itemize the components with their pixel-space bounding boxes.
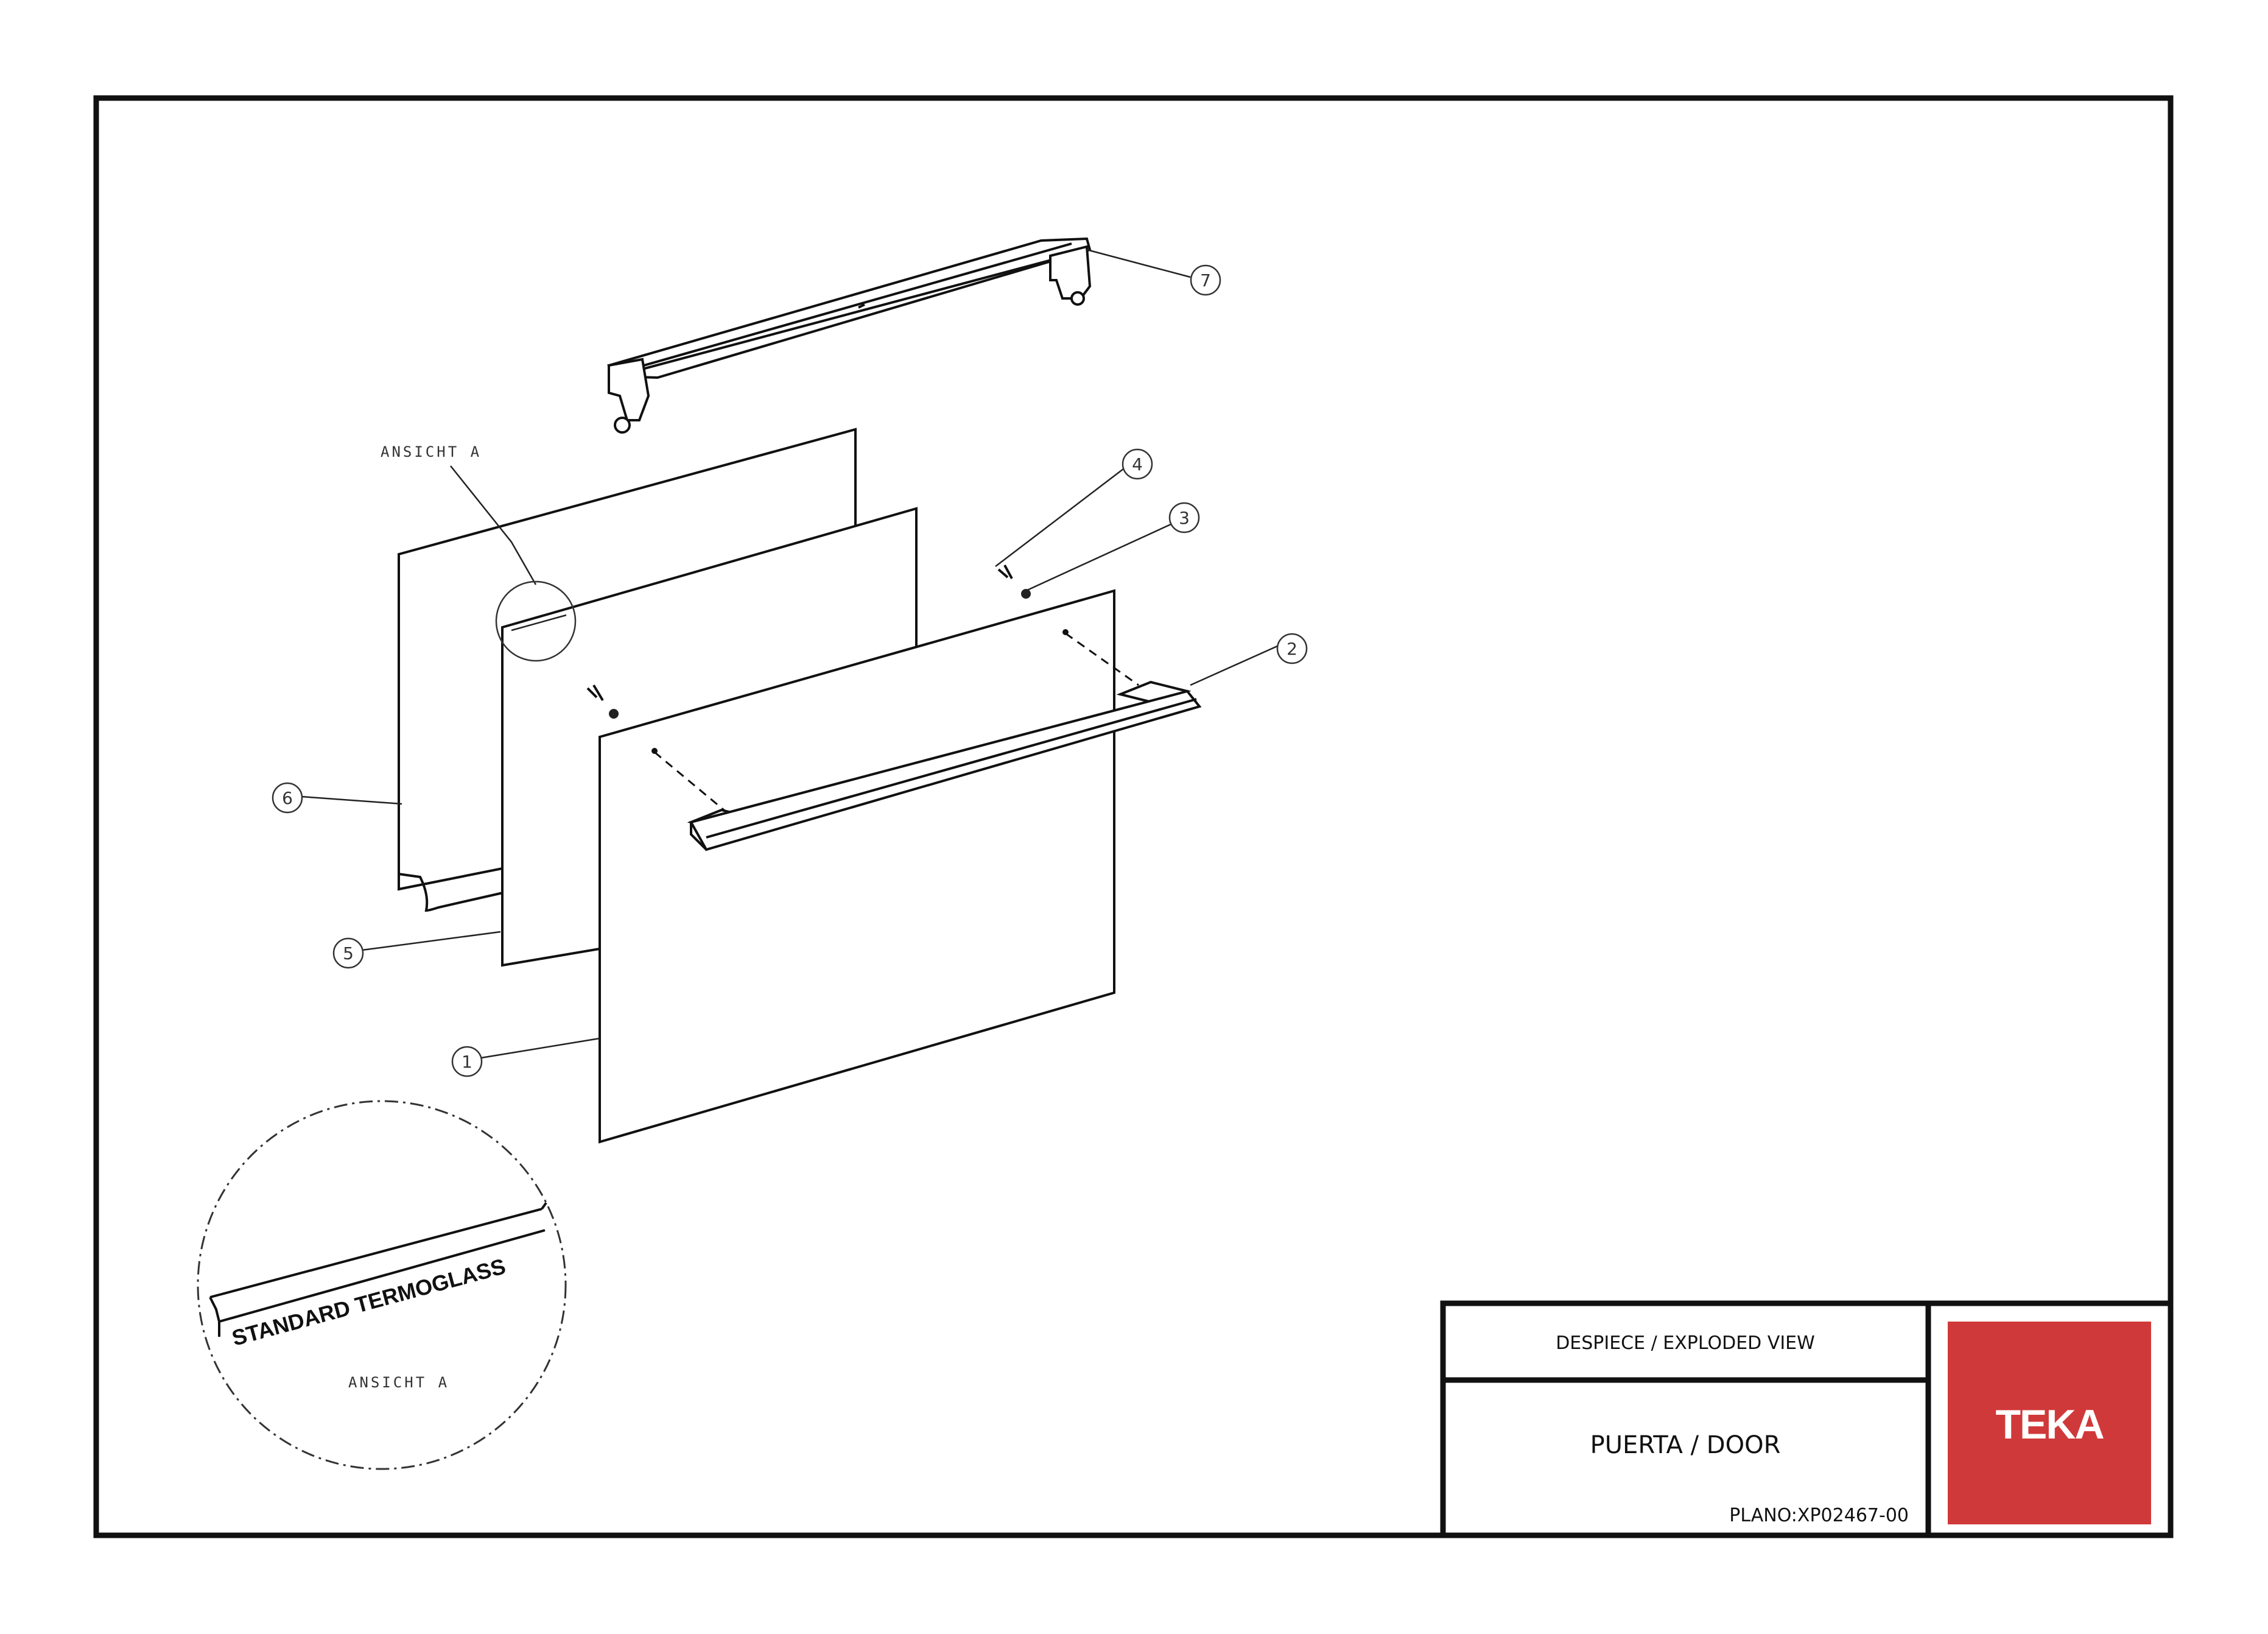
svg-text:1: 1 bbox=[462, 1052, 472, 1072]
detail-view-a: STANDARD TERMOGLASS ANSICHT A bbox=[197, 1100, 567, 1470]
drawing-type-title: DESPIECE / EXPLODED VIEW bbox=[1556, 1333, 1815, 1354]
callout-3: 3 bbox=[1168, 502, 1200, 534]
callout-7: 7 bbox=[1190, 264, 1221, 296]
svg-text:7: 7 bbox=[1200, 270, 1211, 291]
callout-1: 1 bbox=[451, 1046, 483, 1077]
callout-4: 4 bbox=[1122, 448, 1153, 480]
callout-5: 5 bbox=[332, 937, 364, 969]
svg-text:3: 3 bbox=[1179, 508, 1190, 528]
svg-text:2: 2 bbox=[1287, 639, 1297, 659]
leader-lines bbox=[301, 248, 1279, 1059]
svg-text:5: 5 bbox=[343, 943, 354, 963]
svg-text:6: 6 bbox=[282, 788, 293, 808]
teka-logo-text: TEKA bbox=[1995, 1401, 2104, 1448]
view-a-label-bottom: ANSICHT A bbox=[348, 1374, 449, 1391]
part-2-handle bbox=[687, 680, 1202, 851]
svg-text:4: 4 bbox=[1132, 454, 1143, 474]
title-block: DESPIECE / EXPLODED VIEW PUERTA / DOOR P… bbox=[1440, 1300, 2174, 1538]
assembly-lines bbox=[651, 629, 1139, 814]
detail-a-marker bbox=[495, 580, 577, 662]
part-3-4-screws bbox=[586, 565, 1031, 719]
part-7-top-profile bbox=[607, 237, 1092, 434]
drawing-frame bbox=[93, 95, 2174, 1538]
part-1-front-glass bbox=[599, 589, 1115, 1144]
callout-6: 6 bbox=[272, 782, 303, 814]
view-a-label-top: ANSICHT A bbox=[381, 443, 482, 460]
part-name-title: PUERTA / DOOR bbox=[1590, 1431, 1781, 1459]
callout-2: 2 bbox=[1276, 633, 1308, 664]
teka-logo bbox=[1948, 1322, 2151, 1524]
plan-number: PLANO:XP02467-00 bbox=[1729, 1505, 1909, 1526]
glass-marking-text: STANDARD TERMOGLASS bbox=[229, 1253, 508, 1351]
